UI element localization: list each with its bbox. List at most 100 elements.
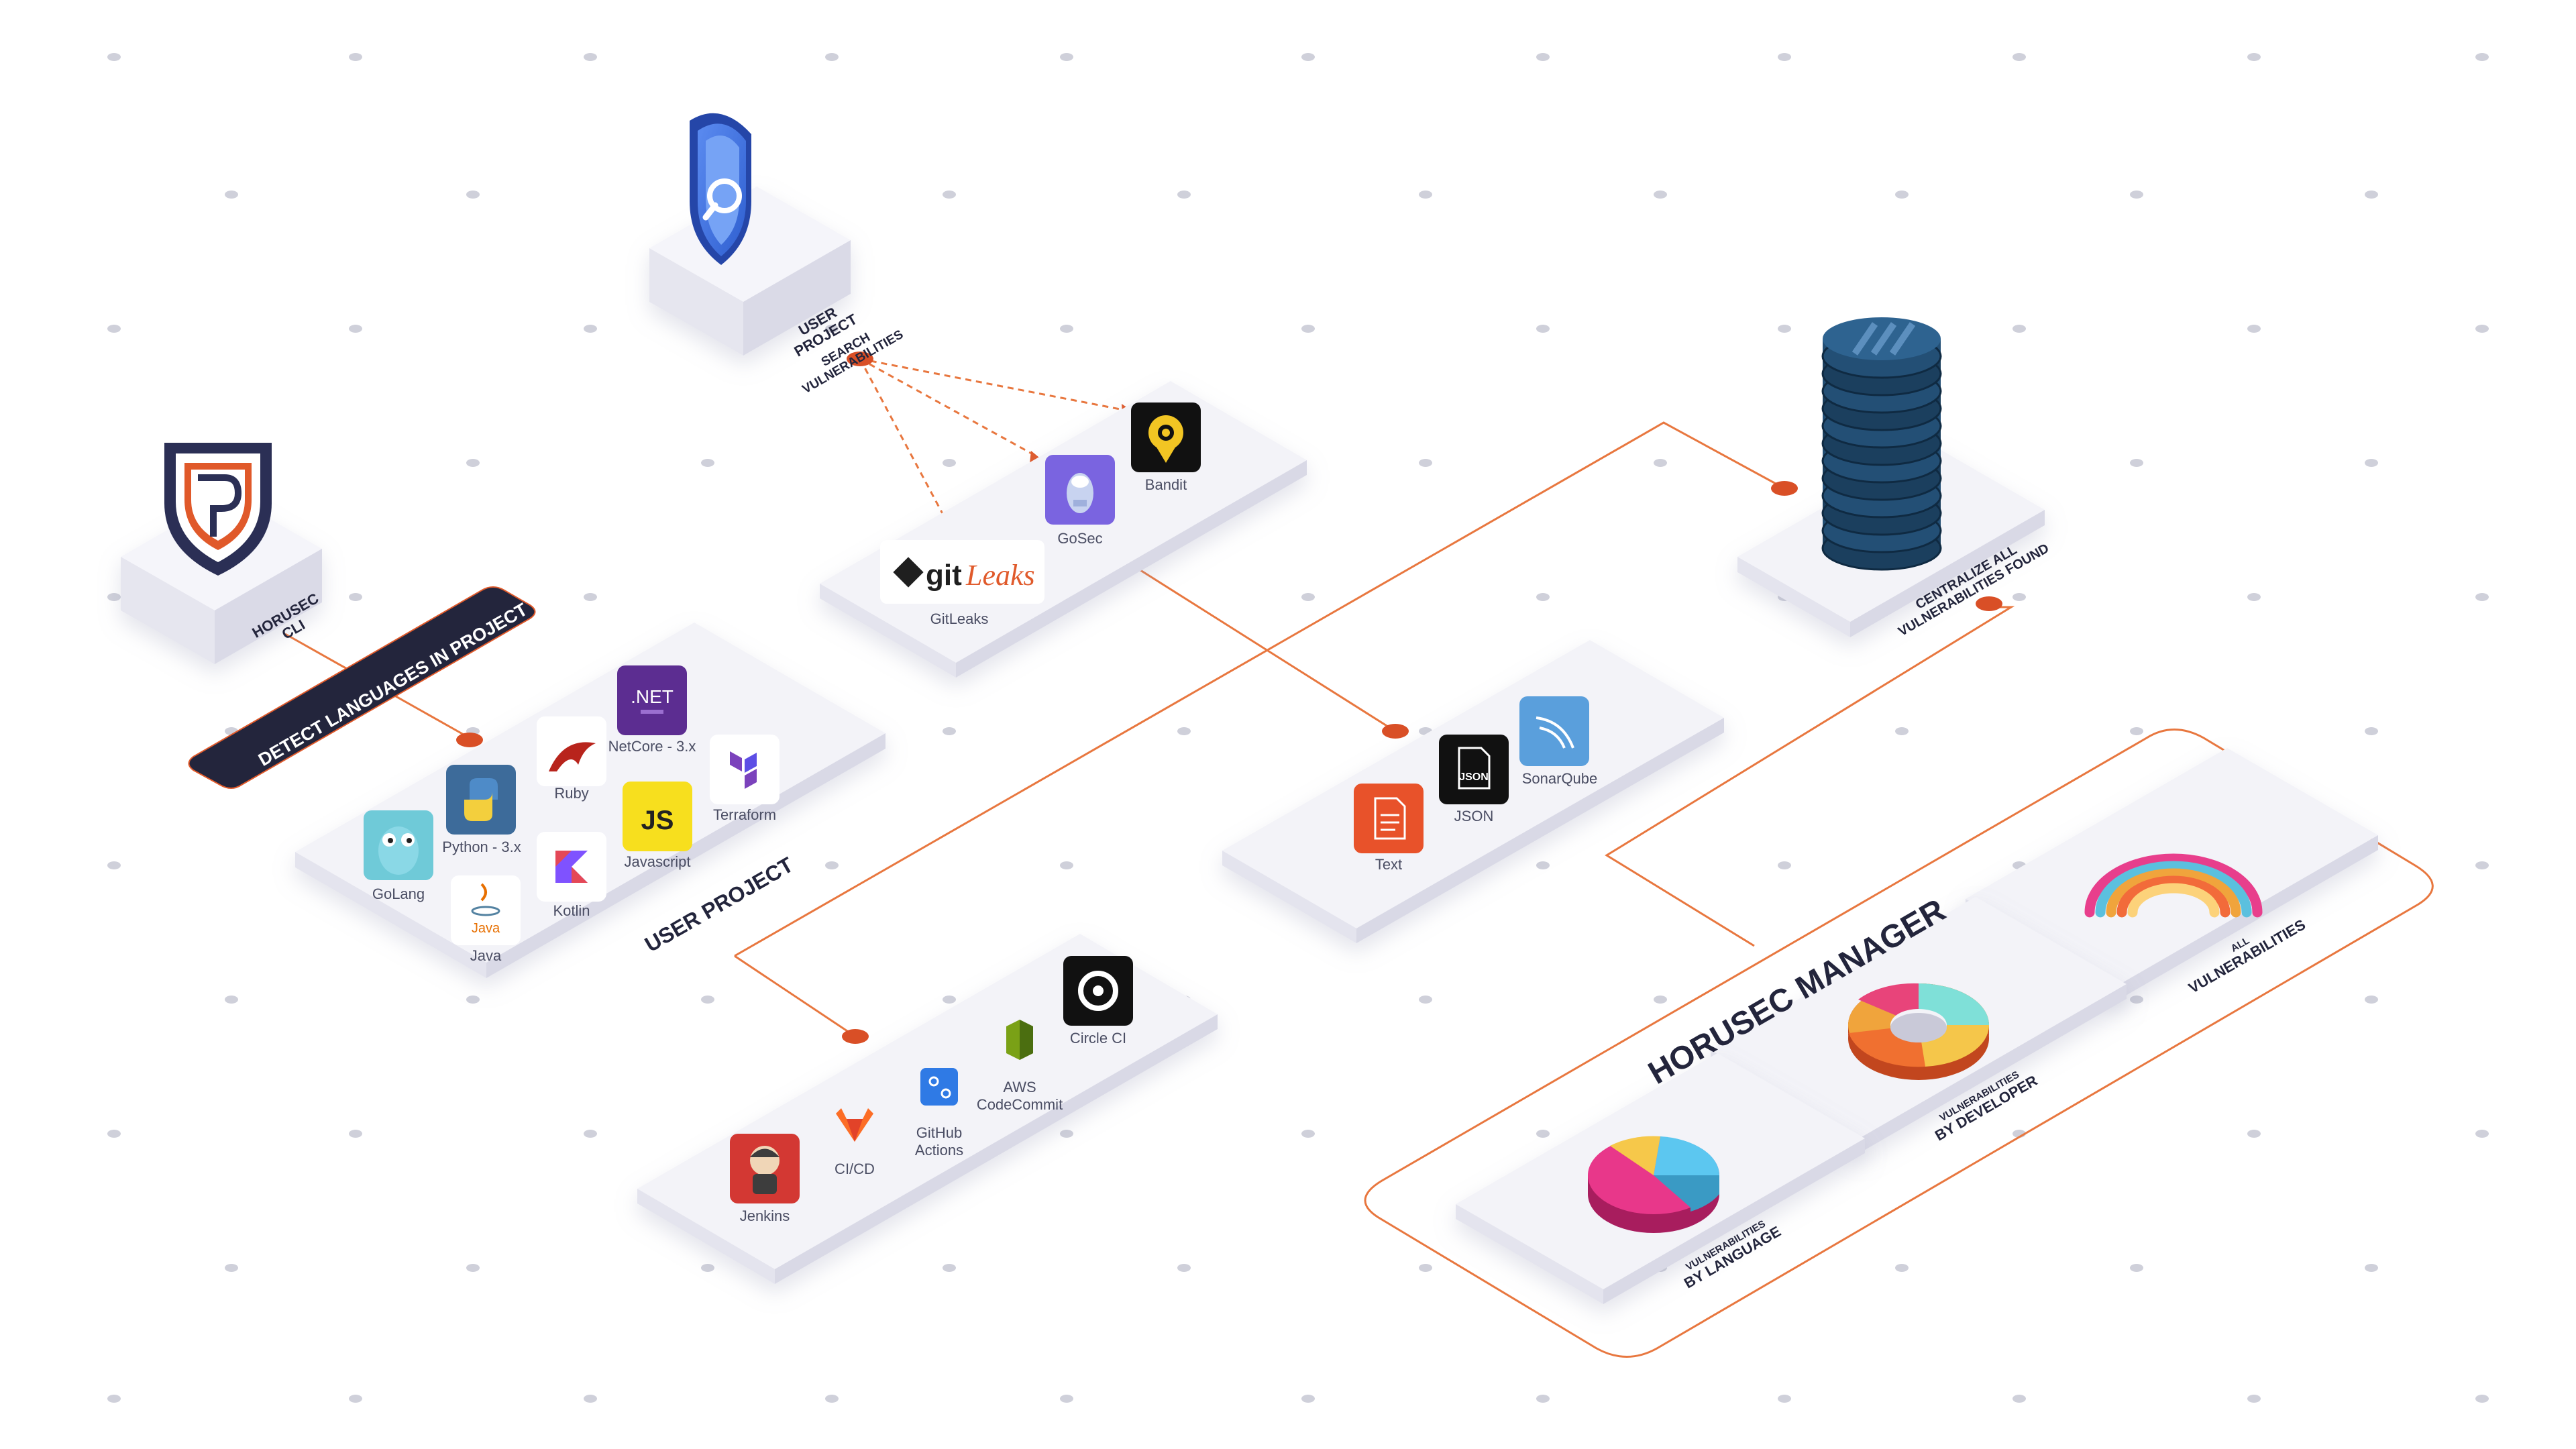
grid-dot: [2475, 325, 2489, 333]
grid-dot: [825, 1395, 839, 1403]
jenkins-icon: [730, 1134, 800, 1203]
grid-dot: [943, 459, 956, 467]
pie-chart-icon: [1588, 1136, 1720, 1233]
grid-dot: [2012, 593, 2026, 601]
grid-dot: [1536, 53, 1550, 61]
grid-dot: [107, 1130, 121, 1138]
grid-dot: [466, 191, 480, 199]
grid-dot: [1536, 1395, 1550, 1403]
grid-dot: [2365, 1264, 2378, 1272]
grid-dot: [2247, 593, 2261, 601]
grid-dot: [225, 191, 238, 199]
grid-dot: [1654, 459, 1667, 467]
grid-dot: [701, 459, 714, 467]
rainbow-chart-icon: [2084, 853, 2263, 918]
gitleaks-logo-leaks: Leaks: [965, 559, 1035, 592]
grid-dot: [1778, 1395, 1791, 1403]
rainbow-arc: [2116, 875, 2231, 918]
grid-dot: [225, 1264, 238, 1272]
grid-dot: [1301, 1130, 1315, 1138]
grid-dot: [1895, 727, 1909, 735]
rainbow-arc: [2095, 861, 2252, 918]
grid-dot: [2365, 459, 2378, 467]
grid-dot: [943, 191, 956, 199]
grid-dot: [2247, 325, 2261, 333]
detect-languages-banner: [188, 586, 536, 789]
grid-dot: [701, 996, 714, 1004]
database-icon: [1821, 317, 1942, 571]
grid-dot: [1536, 1130, 1550, 1138]
grid-dot: [466, 1264, 480, 1272]
gitleaks-logo: git Leaks: [880, 540, 1044, 604]
sonarqube-icon: [1519, 696, 1589, 766]
grid-dot: [2365, 191, 2378, 199]
grid-dot: [107, 593, 121, 601]
grid-dot: [349, 1395, 362, 1403]
grid-dot: [1419, 191, 1432, 199]
connector-dots: [456, 352, 2002, 1044]
grid-dot: [2130, 996, 2143, 1004]
grid-dot: [466, 459, 480, 467]
grid-dot: [584, 593, 597, 601]
text-file-icon: [1354, 784, 1424, 853]
grid-dot: [1060, 1130, 1073, 1138]
json-file-icon: JSON: [1439, 735, 1509, 804]
grid-dot: [1301, 593, 1315, 601]
grid-dot: [466, 996, 480, 1004]
grid-dot: [1778, 325, 1791, 333]
grid-dot: [1654, 996, 1667, 1004]
grid-dot: [1301, 325, 1315, 333]
grid-dot: [584, 53, 597, 61]
horusec-manager-outline: [1364, 729, 2434, 1358]
grid-dot: [1301, 1395, 1315, 1403]
grid-dot: [2012, 325, 2026, 333]
grid-dot: [1419, 996, 1432, 1004]
grid-dot: [825, 861, 839, 869]
grid-dot: [1536, 861, 1550, 869]
grid-dot: [1060, 1395, 1073, 1403]
bandit-icon: [1131, 402, 1201, 472]
grid-dot: [2247, 1130, 2261, 1138]
grid-dot: [943, 727, 956, 735]
grid-dot: [1654, 191, 1667, 199]
grid-dot: [701, 1264, 714, 1272]
background-dot-grid: [107, 53, 2489, 1403]
grid-dot: [2475, 861, 2489, 869]
donut-chart-icon: [1848, 983, 1990, 1080]
grid-dot: [1778, 861, 1791, 869]
grid-dot: [349, 325, 362, 333]
grid-dot: [1060, 325, 1073, 333]
kotlin-icon: [537, 832, 606, 902]
rainbow-arc: [2127, 883, 2220, 918]
grid-dot: [584, 325, 597, 333]
gopher-icon: [364, 810, 433, 880]
grid-dot: [2365, 996, 2378, 1004]
grid-dot: [107, 1395, 121, 1403]
grid-dot: [2130, 1264, 2143, 1272]
ruby-icon: [537, 716, 606, 786]
grid-dot: [107, 861, 121, 869]
grid-dot: [2247, 53, 2261, 61]
grid-dot: [1177, 727, 1191, 735]
panel-tools: [820, 381, 1307, 678]
grid-dot: [349, 53, 362, 61]
grid-dot: [2012, 1395, 2026, 1403]
grid-dot: [584, 1395, 597, 1403]
grid-dot: [107, 325, 121, 333]
aws-codecommit-icon: [985, 1005, 1055, 1075]
grid-dot: [2012, 53, 2026, 61]
grid-dot: [1301, 53, 1315, 61]
grid-dot: [943, 1264, 956, 1272]
grid-dot: [2130, 727, 2143, 735]
grid-dot: [349, 1130, 362, 1138]
database-lid-stripe: [1889, 322, 1916, 356]
gitleaks-logo-git: git: [926, 559, 962, 592]
grid-dot: [2475, 53, 2489, 61]
rainbow-arc: [2084, 853, 2263, 918]
grid-dot: [1060, 53, 1073, 61]
grid-dot: [2130, 459, 2143, 467]
circleci-icon: [1063, 956, 1133, 1026]
grid-dot: [1419, 1264, 1432, 1272]
grid-dot: [2130, 191, 2143, 199]
grid-dot: [1895, 1264, 1909, 1272]
